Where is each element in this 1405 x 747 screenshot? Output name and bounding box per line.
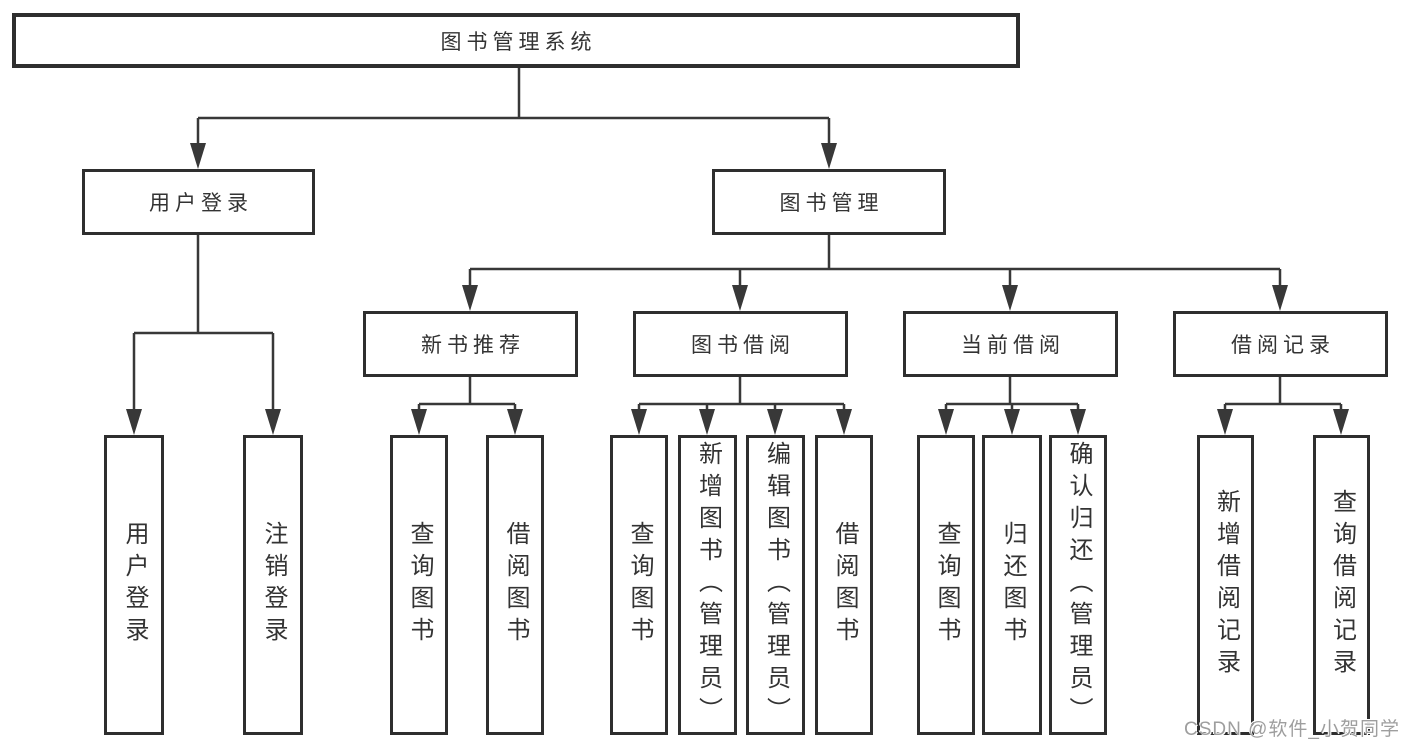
leaf-borrow-borrow-book-label: 借阅图书	[831, 521, 858, 649]
node-root-label: 图书管理系统	[440, 30, 597, 54]
leaf-current-query-book: 查询图书	[917, 435, 975, 735]
leaf-borrow-add-book-admin: 新增图书（管理员）	[678, 435, 737, 735]
leaf-borrow-add-book-admin-label: 新增图书（管理员）	[694, 441, 722, 729]
leaf-user-login: 用户登录	[104, 435, 164, 735]
leaf-records-add-record-label: 新增借阅记录	[1212, 489, 1240, 681]
group-new-book-recommend-label: 新书推荐	[421, 334, 525, 357]
group-borrow-records-label: 借阅记录	[1231, 334, 1335, 357]
group-borrow-records: 借阅记录	[1173, 311, 1388, 377]
leaf-user-logout: 注销登录	[243, 435, 303, 735]
group-new-book-recommend: 新书推荐	[363, 311, 578, 377]
leaf-user-login-label: 用户登录	[121, 521, 148, 649]
leaf-borrow-query-book: 查询图书	[610, 435, 668, 735]
connector-root-to-level2	[196, 68, 831, 150]
group-book-borrow: 图书借阅	[633, 311, 848, 377]
leaf-records-query-record-label: 查询借阅记录	[1328, 489, 1356, 681]
leaf-current-confirm-return-admin: 确认归还（管理员）	[1049, 435, 1107, 735]
leaf-newbook-borrow-book: 借阅图书	[486, 435, 544, 735]
connector-current-borrow-group	[944, 377, 1080, 415]
leaf-borrow-edit-book-admin: 编辑图书（管理员）	[746, 435, 805, 735]
group-current-borrow: 当前借阅	[903, 311, 1118, 377]
connector-book-borrow-group	[637, 377, 846, 415]
csdn-watermark: CSDN @软件_小贺同学	[1184, 719, 1400, 740]
leaf-newbook-query-book-label: 查询图书	[406, 521, 433, 649]
leaf-newbook-query-book: 查询图书	[390, 435, 448, 735]
connector-book-management-branch	[468, 235, 1282, 292]
node-user-login-branch-label: 用户登录	[149, 192, 253, 215]
leaf-borrow-edit-book-admin-label: 编辑图书（管理员）	[762, 441, 790, 729]
leaf-current-confirm-return-admin-label: 确认归还（管理员）	[1065, 441, 1092, 729]
node-book-management-branch-label: 图书管理	[779, 192, 884, 215]
node-root-system: 图书管理系统	[12, 13, 1020, 68]
leaf-records-add-record: 新增借阅记录	[1197, 435, 1254, 735]
leaf-borrow-borrow-book: 借阅图书	[815, 435, 873, 735]
leaf-current-return-book-label: 归还图书	[999, 521, 1026, 649]
leaf-current-query-book-label: 查询图书	[933, 521, 960, 649]
group-current-borrow-label: 当前借阅	[961, 334, 1065, 357]
connector-user-login-branch	[132, 235, 275, 415]
leaf-newbook-borrow-book-label: 借阅图书	[502, 521, 529, 649]
node-user-login-branch: 用户登录	[82, 169, 315, 235]
leaf-borrow-query-book-label: 查询图书	[626, 521, 653, 649]
group-book-borrow-label: 图书借阅	[691, 334, 795, 357]
connector-borrow-records-group	[1223, 377, 1343, 415]
leaf-records-query-record: 查询借阅记录	[1313, 435, 1370, 735]
connector-new-book-group	[417, 377, 517, 415]
node-book-management-branch: 图书管理	[712, 169, 946, 235]
leaf-current-return-book: 归还图书	[982, 435, 1042, 735]
leaf-user-logout-label: 注销登录	[260, 521, 287, 649]
